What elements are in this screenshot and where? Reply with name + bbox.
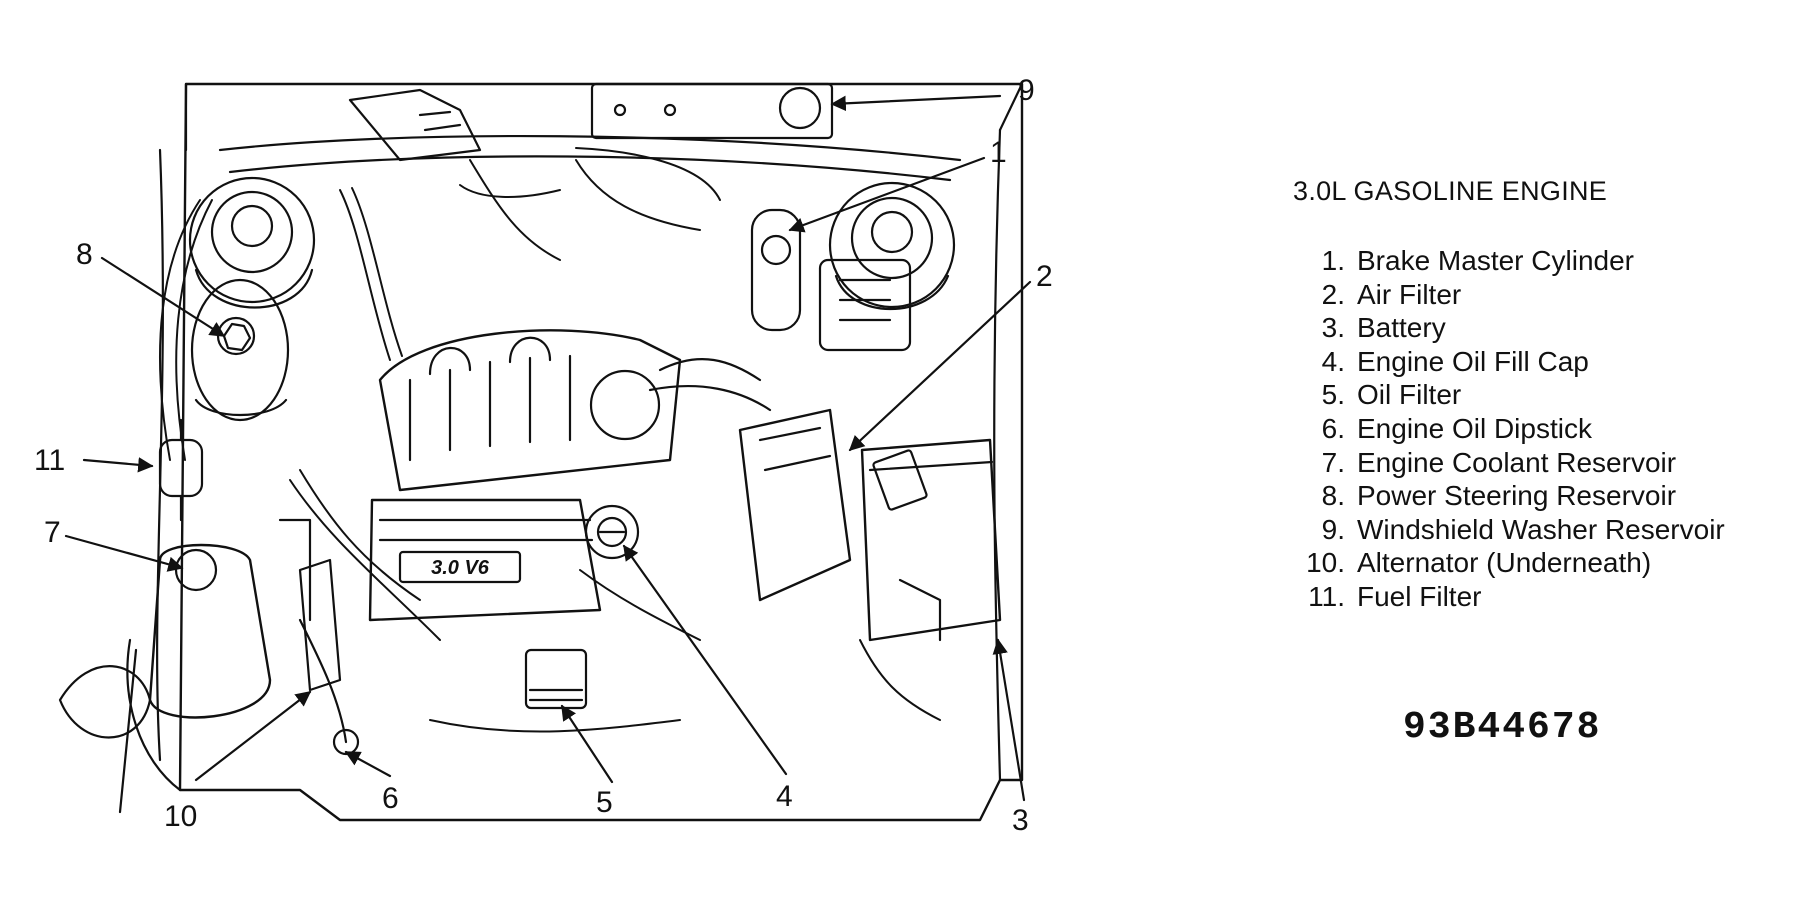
legend-number: 4. bbox=[1321, 345, 1345, 377]
fuel-filter bbox=[158, 418, 204, 522]
air-filter-housing bbox=[738, 408, 852, 602]
callout-6: 6 bbox=[382, 782, 399, 815]
brake-master-cylinder bbox=[750, 208, 912, 352]
left-strut-tower bbox=[188, 176, 316, 309]
legend-number: 8. bbox=[1321, 480, 1345, 512]
legend-item: 4. Engine Oil Fill Cap bbox=[1293, 345, 1725, 379]
callout-labels: 9 1 2 3 4 5 6 10 7 11 8 bbox=[34, 74, 1053, 837]
legend-item: 10. Alternator (Underneath) bbox=[1293, 546, 1725, 580]
legend-number: 10. bbox=[1306, 547, 1345, 579]
engine-compartment-diagram: 3.0 V6 bbox=[34, 74, 1053, 837]
hoses bbox=[159, 147, 941, 733]
oil-fill-cap bbox=[584, 504, 640, 560]
legend-label: Oil Filter bbox=[1357, 379, 1462, 411]
alternator-area bbox=[278, 518, 342, 692]
valve-cover: 3.0 V6 bbox=[368, 498, 602, 622]
legend-number: 11. bbox=[1308, 580, 1345, 612]
legend-label: Alternator (Underneath) bbox=[1357, 547, 1652, 579]
legend-number: 9. bbox=[1321, 513, 1345, 545]
legend-label: Brake Master Cylinder bbox=[1357, 245, 1634, 276]
legend-number: 5. bbox=[1321, 379, 1345, 411]
battery bbox=[860, 438, 1002, 642]
callout-2: 2 bbox=[1036, 260, 1053, 293]
callout-5: 5 bbox=[596, 786, 613, 819]
legend-item: 11. Fuel Filter bbox=[1293, 580, 1725, 614]
engine-badge: 3.0 V6 bbox=[431, 557, 490, 579]
legend-number: 1. bbox=[1321, 245, 1345, 276]
figure-code: 93B44678 bbox=[1403, 706, 1602, 749]
legend-item: 3. Battery bbox=[1293, 311, 1725, 345]
cowl-panel bbox=[218, 134, 962, 182]
oil-filter bbox=[524, 648, 588, 710]
callout-4: 4 bbox=[776, 780, 793, 813]
legend-item: 5. Oil Filter bbox=[1293, 378, 1725, 412]
right-strut-tower bbox=[828, 181, 956, 311]
callout-11: 11 bbox=[34, 444, 65, 477]
legend-item: 1. Brake Master Cylinder bbox=[1293, 244, 1725, 278]
callout-10: 10 bbox=[164, 800, 197, 833]
legend-label: Engine Oil Dipstick bbox=[1357, 412, 1592, 444]
legend-label: Windshield Washer Reservoir bbox=[1357, 513, 1725, 545]
diagram-title: 3.0L GASOLINE ENGINE bbox=[1293, 176, 1608, 206]
power-steering-reservoir bbox=[190, 278, 290, 422]
legend-label: Engine Oil Fill Cap bbox=[1357, 345, 1589, 377]
intake-manifold bbox=[378, 329, 772, 492]
legend-label: Engine Coolant Reservoir bbox=[1357, 446, 1677, 478]
legend-number: 6. bbox=[1321, 412, 1345, 444]
legend-number: 3. bbox=[1321, 312, 1345, 344]
legend-item: 6. Engine Oil Dipstick bbox=[1293, 412, 1725, 446]
legend-label: Power Steering Reservoir bbox=[1357, 480, 1677, 512]
legend: 1. Brake Master Cylinder 2. Air Filter 3. B… bbox=[1293, 244, 1725, 614]
coolant-reservoir bbox=[58, 543, 272, 739]
legend-label: Air Filter bbox=[1357, 278, 1462, 310]
callout-7: 7 bbox=[44, 516, 61, 549]
legend-label: Battery bbox=[1357, 312, 1446, 344]
legend-label: Fuel Filter bbox=[1357, 580, 1482, 612]
callout-1: 1 bbox=[990, 136, 1007, 169]
legend-item: 8. Power Steering Reservoir bbox=[1293, 479, 1725, 513]
legend-number: 7. bbox=[1321, 446, 1345, 478]
legend-item: 7. Engine Coolant Reservoir bbox=[1293, 446, 1725, 480]
callout-8: 8 bbox=[76, 238, 93, 271]
callout-3: 3 bbox=[1012, 804, 1029, 837]
callout-9: 9 bbox=[1018, 74, 1035, 107]
callout-leaders bbox=[64, 94, 1032, 814]
legend-item: 9. Windshield Washer Reservoir bbox=[1293, 513, 1725, 547]
legend-item: 2. Air Filter bbox=[1293, 278, 1725, 312]
legend-number: 2. bbox=[1321, 278, 1345, 310]
